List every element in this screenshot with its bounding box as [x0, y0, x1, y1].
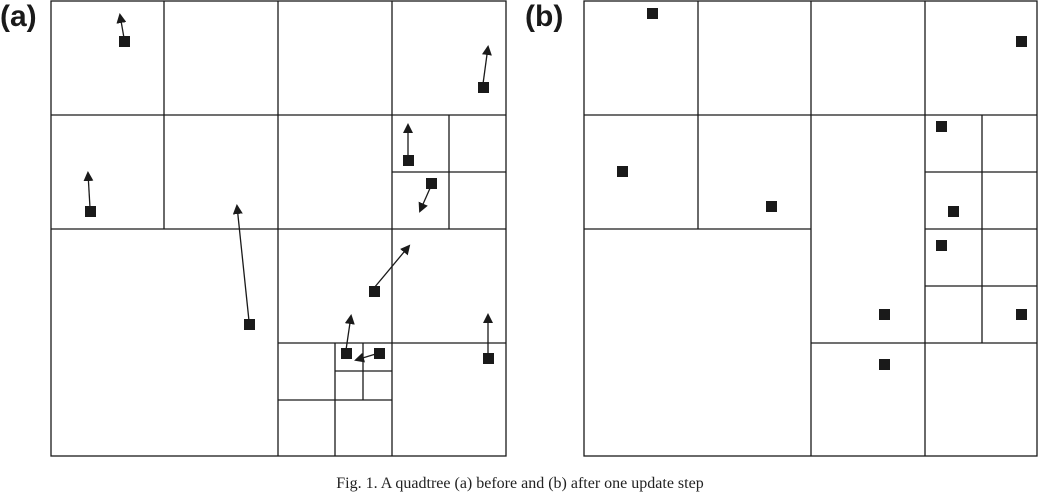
point-marker — [374, 348, 385, 359]
point-marker — [948, 206, 959, 217]
point-marker — [1016, 36, 1027, 47]
point-marker — [879, 309, 890, 320]
panel-a-label: (a) — [0, 0, 37, 33]
point-marker — [403, 155, 414, 166]
quadtree-figure — [50, 0, 1038, 457]
panel-b-label: (b) — [525, 0, 564, 33]
motion-arrow — [373, 244, 411, 289]
point-marker — [478, 82, 489, 93]
figure-caption: Fig. 1. A quadtree (a) before and (b) af… — [336, 475, 704, 492]
point-marker — [879, 359, 890, 370]
point-marker — [369, 286, 380, 297]
point-marker — [341, 348, 352, 359]
panel-a-points — [85, 36, 494, 364]
point-marker — [244, 319, 255, 330]
motion-arrow — [116, 13, 127, 39]
point-marker — [1016, 309, 1027, 320]
motion-arrow — [418, 185, 432, 213]
panel-a-arrows — [83, 13, 493, 363]
point-marker — [936, 121, 947, 132]
point-marker — [426, 178, 437, 189]
motion-arrow — [481, 45, 492, 85]
point-marker — [483, 353, 494, 364]
point-marker — [119, 36, 130, 47]
point-marker — [647, 8, 658, 19]
motion-arrow — [232, 204, 250, 322]
point-marker — [617, 166, 628, 177]
panel-b-points — [617, 8, 1027, 370]
point-marker — [936, 240, 947, 251]
motion-arrow — [344, 314, 355, 351]
point-marker — [85, 206, 96, 217]
motion-arrow — [83, 171, 94, 209]
panel-a-quadtree — [50, 0, 507, 457]
point-marker — [766, 201, 777, 212]
panel-b-quadtree — [583, 0, 1038, 457]
